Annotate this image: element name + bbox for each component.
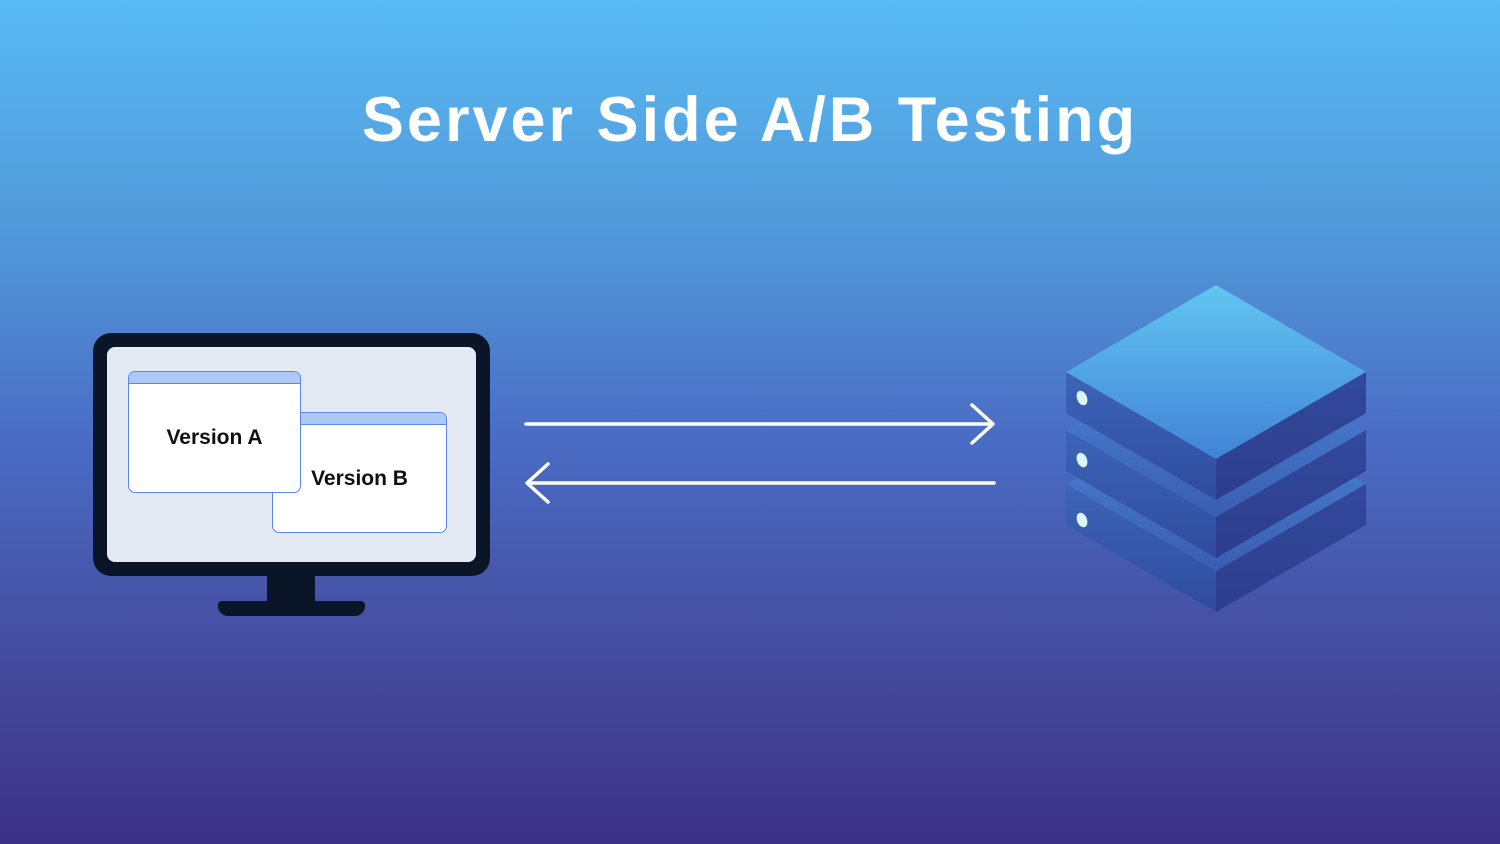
server-led-icon (1076, 512, 1088, 528)
version-b-label: Version B (311, 466, 408, 490)
server-led-icon (1076, 390, 1088, 406)
server-stack-icon (1066, 285, 1366, 612)
monitor-frame: Version B Version A (93, 333, 490, 576)
page-title: Server Side A/B Testing (361, 85, 1139, 155)
server-layer-1 (1066, 285, 1366, 500)
version-a-label: Version A (166, 426, 263, 449)
monitor-stand-neck (267, 575, 315, 604)
server-led-icon (1076, 452, 1088, 468)
window-titlebar (129, 372, 300, 384)
arrow-right-icon (524, 403, 995, 445)
browser-window-version-a: Version A (128, 371, 301, 493)
window-body: Version B (273, 425, 446, 532)
monitor-stand-base (218, 601, 365, 616)
request-response-arrows (524, 403, 996, 504)
arrow-left-icon (525, 462, 996, 504)
client-monitor-icon: Version B Version A (93, 333, 490, 617)
window-titlebar (273, 413, 446, 425)
browser-window-version-b: Version B (272, 412, 447, 533)
monitor-screen: Version B Version A (107, 347, 476, 562)
window-body: Version A (129, 384, 300, 492)
